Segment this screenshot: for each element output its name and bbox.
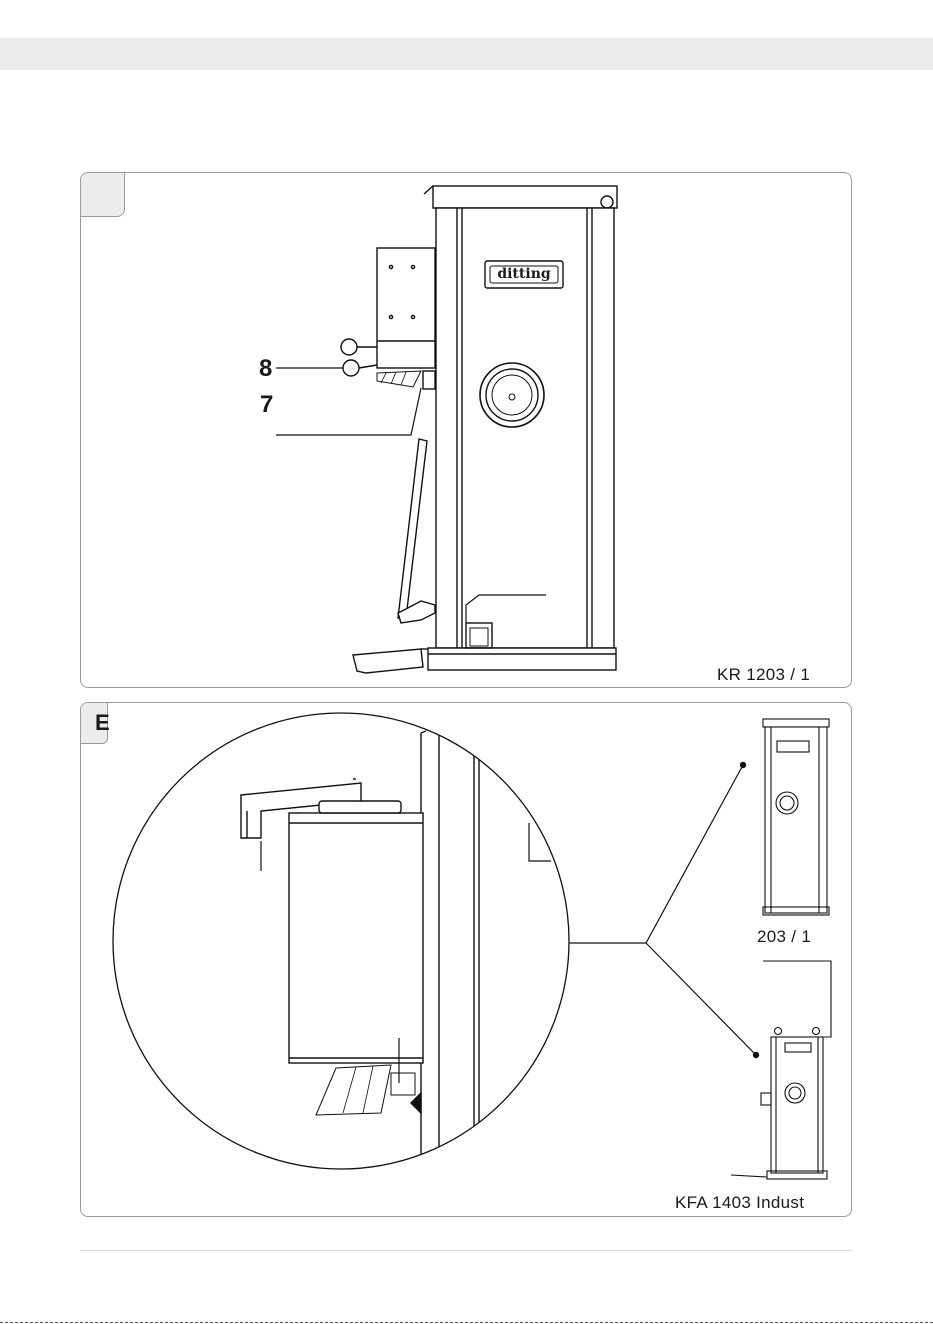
callout-label-7: 7 (260, 393, 273, 417)
callout-label-8: 8 (259, 357, 272, 381)
model-label-bottom: KFA 1403 Indust (675, 1194, 804, 1211)
adjust-knob-icon (341, 339, 357, 355)
machine-top-cap (433, 186, 617, 208)
connector-line (569, 765, 743, 943)
grinder-side-view-drawing (81, 173, 852, 688)
model-label-top-partial: 203 / 1 (757, 928, 811, 945)
footer-rule (80, 1250, 852, 1251)
brand-logo: ditting (493, 267, 555, 281)
machine-base (428, 648, 616, 670)
side-box (377, 248, 435, 368)
figure-panel-detail-view: E (80, 702, 852, 1217)
model-label: KR 1203 / 1 (717, 666, 810, 683)
page-bottom-edge (0, 1322, 933, 1323)
detail-magnifier-drawing (81, 703, 852, 1217)
drip-tray (353, 649, 423, 673)
holder-arm (398, 439, 427, 618)
thumbnail-kfa (731, 961, 831, 1179)
header-band (0, 38, 933, 70)
thumbnail-kr (763, 719, 829, 915)
figure-panel-machine-side-view: 8 7 ditting KR 1203 / 1 (80, 172, 852, 688)
detail-side-box (289, 813, 423, 1063)
callout-7-leader (276, 388, 421, 435)
